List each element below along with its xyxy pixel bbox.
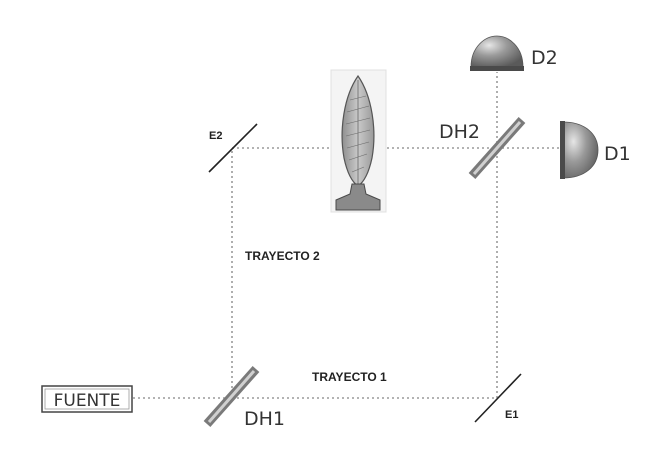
detector-1 [560,121,599,179]
beam-splitter-2 [468,117,526,179]
mirror-2 [208,123,258,173]
source: FUENTE [41,385,133,413]
detector-2 [470,35,524,71]
path-2-label: TRAYECTO 2 [245,249,320,263]
source-box [41,385,133,413]
detector-2-label: D2 [531,47,558,69]
leaf-sample-icon [330,69,387,213]
detector-1-label: D1 [604,143,631,165]
beam-splitter-2-label: DH2 [439,121,480,143]
mirror-1-label: E1 [505,409,518,421]
mirror-1 [474,373,522,423]
source-label: FUENTE [54,391,121,411]
mirror-2-label: E2 [209,130,222,142]
beam-splitter-1 [203,366,260,427]
path-1-label: TRAYECTO 1 [312,370,387,384]
beam-splitter-1-label: DH1 [244,408,285,430]
beam-paths [133,72,563,399]
